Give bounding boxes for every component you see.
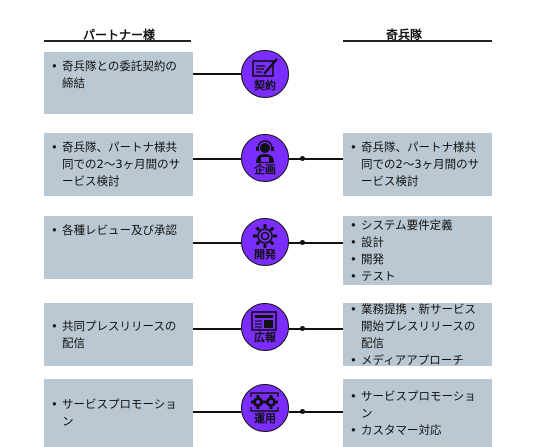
gear-icon (252, 223, 278, 249)
team-item: 業務提携・新サービス開始プレスリリースの配信 (350, 301, 486, 352)
partner-box-operation: サービスプロモーション (44, 379, 193, 447)
left-column-header: パートナー様 (83, 28, 156, 42)
node-planning: 企画 (241, 134, 289, 182)
team-item: サービスプロモーション (350, 388, 486, 422)
left-header-rule (44, 40, 191, 42)
node-label: 広報 (254, 331, 276, 344)
node-operation: 運用 (241, 384, 289, 432)
gears-cycle-icon (248, 391, 282, 413)
contract-icon (250, 56, 280, 80)
node-label: 契約 (254, 79, 276, 92)
team-item: システム要件定義 (350, 217, 486, 234)
connector-right-operation (289, 411, 343, 413)
partner-item: 奇兵隊、パートナ様共同での2〜3ヶ月間のサービス検討 (51, 139, 187, 190)
connector-right-development (289, 242, 343, 244)
partner-box-pr: 共同プレスリリースの配信 (44, 303, 193, 366)
node-pr: 広報 (241, 303, 289, 351)
partner-box-contract: 奇兵隊との委託契約の締結 (44, 52, 193, 114)
connector-dot (300, 156, 305, 161)
connector-right-pr (289, 328, 343, 330)
planner-icon (252, 140, 278, 164)
team-item: 設計 (350, 234, 486, 251)
team-box-operation: サービスプロモーション カスタマー対応 (343, 379, 492, 447)
partner-item: 各種レビュー及び承認 (51, 222, 187, 239)
partner-item: 共同プレスリリースの配信 (51, 318, 187, 352)
connector-left-development (193, 242, 241, 244)
connector-dot (300, 409, 305, 414)
team-box-planning: 奇兵隊、パートナ様共同での2〜3ヶ月間のサービス検討 (343, 133, 492, 196)
connector-left-operation (193, 411, 241, 413)
partner-box-development: 各種レビュー及び承認 (44, 216, 193, 279)
node-contract: 契約 (241, 50, 289, 98)
partner-item: サービスプロモーション (51, 396, 187, 430)
partner-item: 奇兵隊との委託契約の締結 (51, 58, 187, 92)
newspaper-icon (251, 310, 279, 332)
connector-left-contract (193, 73, 241, 75)
team-item: 奇兵隊、パートナ様共同での2〜3ヶ月間のサービス検討 (350, 139, 486, 190)
team-item: メディアアプローチ (350, 352, 486, 369)
right-column-header: 奇兵隊 (386, 28, 423, 42)
connector-right-planning (289, 158, 343, 160)
team-box-development: システム要件定義 設計 開発 テスト (343, 216, 492, 285)
node-label: 企画 (254, 163, 276, 176)
node-label: 開発 (254, 248, 276, 261)
team-item: 開発 (350, 251, 486, 268)
connector-dot (300, 326, 305, 331)
right-header-rule (343, 40, 492, 42)
team-item: テスト (350, 268, 486, 285)
connector-left-planning (193, 158, 241, 160)
team-item: カスタマー対応 (350, 422, 486, 439)
node-development: 開発 (241, 218, 289, 266)
node-label: 運用 (254, 412, 276, 425)
connector-dot (300, 240, 305, 245)
partner-box-planning: 奇兵隊、パートナ様共同での2〜3ヶ月間のサービス検討 (44, 133, 193, 196)
connector-left-pr (193, 328, 241, 330)
team-box-pr: 業務提携・新サービス開始プレスリリースの配信 メディアアプローチ (343, 301, 492, 369)
